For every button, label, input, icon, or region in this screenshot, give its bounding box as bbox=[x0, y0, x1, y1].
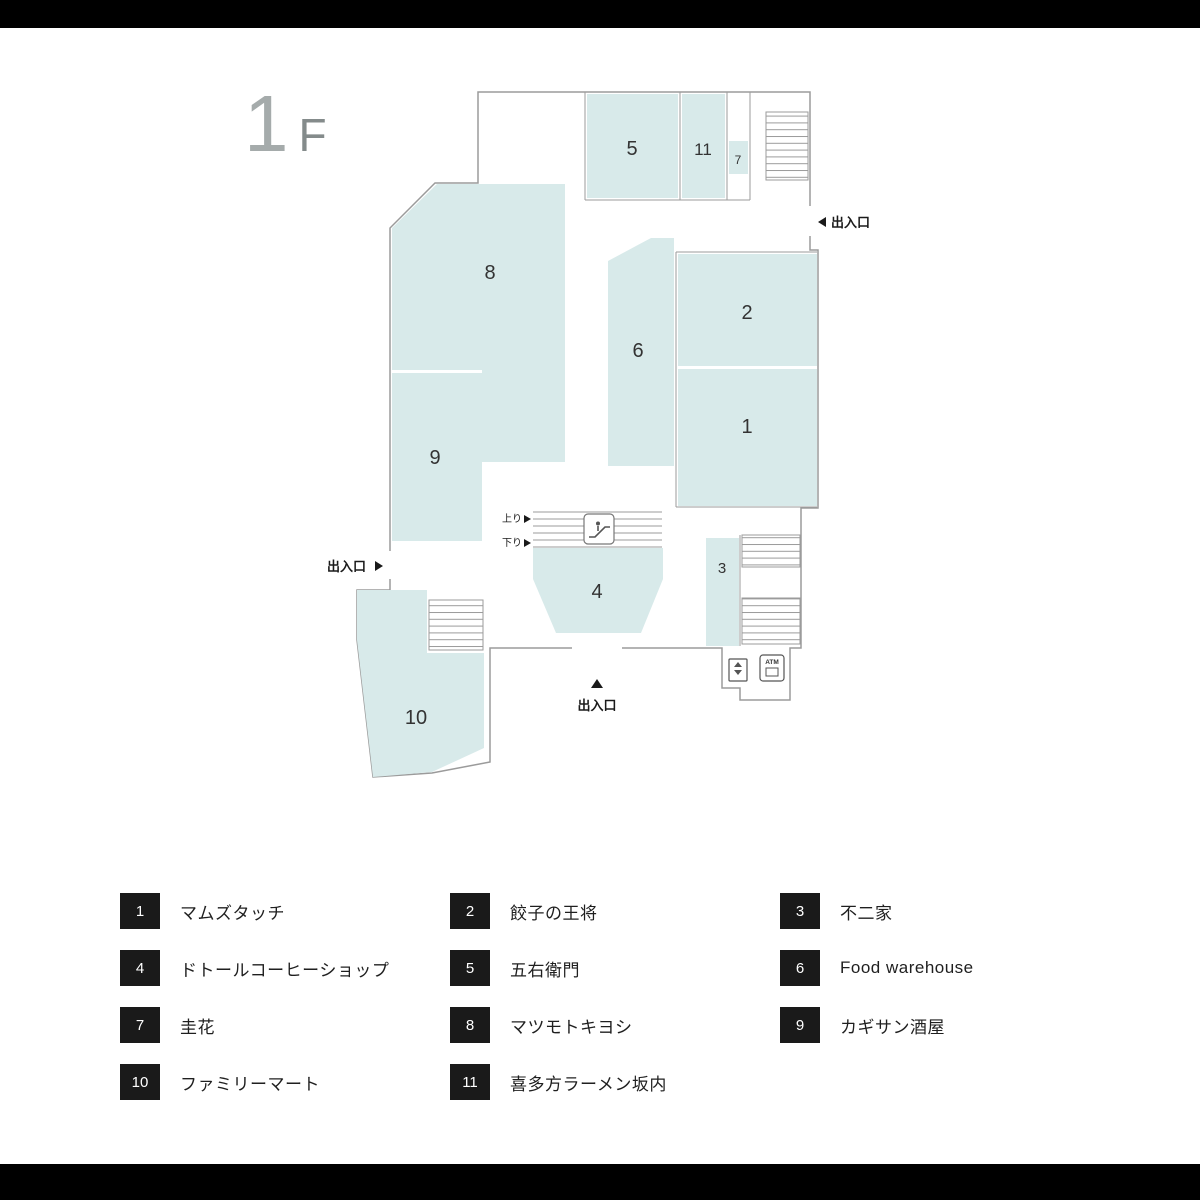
bottom-letterbox-bar bbox=[0, 1164, 1200, 1200]
up-direction-arrow-icon bbox=[524, 515, 531, 523]
room-11-area bbox=[682, 94, 725, 198]
exit-right: 出入口 bbox=[818, 215, 870, 230]
door-gap-right bbox=[806, 206, 814, 236]
svg-text:ATM: ATM bbox=[765, 659, 779, 666]
room-2-label: 2 bbox=[741, 302, 752, 324]
stairs-top-right bbox=[765, 111, 809, 181]
room-10-label: 10 bbox=[405, 707, 427, 729]
room-7-label: 7 bbox=[735, 153, 742, 167]
room-9-label: 9 bbox=[429, 447, 440, 469]
exit-bottom-arrow-icon bbox=[591, 679, 603, 688]
room-2-area bbox=[678, 254, 817, 366]
svg-text:下り: 下り bbox=[502, 537, 522, 549]
room-1-label: 1 bbox=[741, 416, 752, 438]
exit-left: 出入口 bbox=[327, 559, 383, 574]
escalator bbox=[533, 511, 662, 548]
room-11-label: 11 bbox=[694, 140, 712, 159]
door-gap-left bbox=[386, 551, 394, 579]
room-3-label: 3 bbox=[718, 560, 726, 577]
room-1-area bbox=[678, 369, 817, 506]
escalator-icon bbox=[583, 513, 615, 545]
stairs-middle-right-upper bbox=[741, 534, 801, 568]
room-5-label: 5 bbox=[626, 138, 637, 160]
exit-left-arrow-icon bbox=[375, 561, 383, 571]
svg-text:出入口: 出入口 bbox=[327, 559, 366, 574]
svg-text:出入口: 出入口 bbox=[831, 215, 870, 230]
svg-text:上り: 上り bbox=[502, 513, 522, 525]
room-5-area bbox=[587, 94, 678, 198]
down-direction-arrow-icon bbox=[524, 539, 531, 547]
room-6-area bbox=[608, 238, 674, 466]
escalator-up-label: 上り bbox=[502, 513, 531, 525]
room-3-area bbox=[706, 538, 739, 646]
exit-bottom: 出入口 bbox=[577, 679, 617, 713]
room-7-area bbox=[729, 141, 748, 174]
floor-letter: F bbox=[298, 109, 327, 161]
interior-walls bbox=[584, 92, 817, 646]
door-gap-bottom bbox=[572, 644, 622, 652]
floor-number: 1 bbox=[244, 79, 291, 168]
svg-text:出入口: 出入口 bbox=[577, 698, 616, 713]
elevator-icon bbox=[728, 658, 748, 682]
stairs-bottom-left bbox=[428, 599, 484, 651]
floor-title: 1 F bbox=[244, 84, 327, 164]
room-9-area bbox=[392, 373, 482, 541]
room-8-area bbox=[392, 184, 565, 462]
atm-icon: ATM bbox=[759, 654, 785, 682]
top-letterbox-bar bbox=[0, 0, 1200, 28]
escalator-down-label: 下り bbox=[502, 537, 531, 549]
room-4-area bbox=[533, 548, 663, 633]
room-6-label: 6 bbox=[632, 340, 643, 362]
room-4-label: 4 bbox=[591, 581, 602, 603]
stairs-middle-right-lower bbox=[741, 597, 801, 645]
room-10-area bbox=[357, 590, 484, 777]
exit-right-arrow-icon bbox=[818, 217, 826, 227]
room-8-label: 8 bbox=[484, 262, 495, 284]
